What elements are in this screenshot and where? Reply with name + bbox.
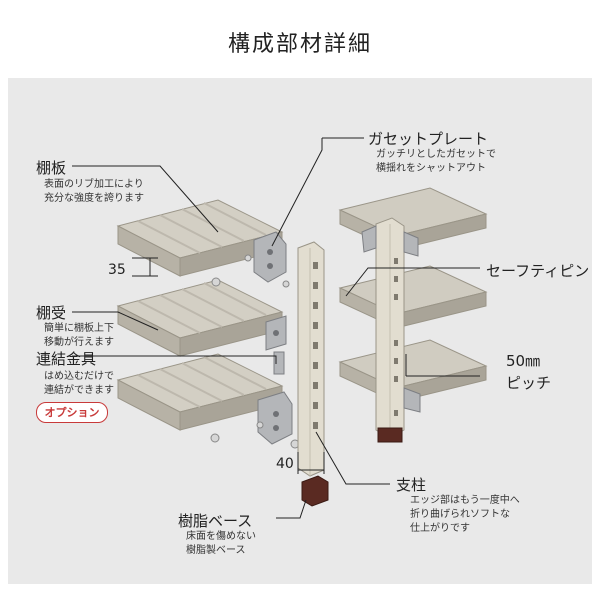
assembled-rack: [338, 187, 488, 443]
connector-bracket: [273, 351, 285, 375]
dimension-marks: [132, 257, 325, 474]
option-badge: オプション: [36, 402, 108, 423]
post-label: 支柱: [396, 476, 427, 494]
shelf-board-2: [116, 279, 284, 357]
post-width-dimension: 40: [276, 456, 294, 472]
pitch-label: ピッチ: [506, 374, 552, 392]
receiver-desc: 簡単に棚板上下 移動が行えます: [44, 323, 114, 348]
post-desc: エッジ部はもう一度中へ 折り曲げられソフトな 仕上がりです: [410, 495, 520, 534]
base-label: 樹脂ベース: [178, 512, 253, 530]
base-desc: 床面を傷めない 樹脂製ベース: [186, 531, 256, 556]
resin-base: [301, 475, 329, 507]
shelf-board-3: [116, 353, 284, 431]
shelf-desc: 表面のリブ加工により 充分な強度を誇ります: [44, 179, 144, 204]
safety-pin-label: セーフティピン: [486, 262, 590, 280]
shelf-label: 棚板: [36, 159, 67, 177]
connector-desc: はめ込むだけで 連結ができます: [44, 371, 114, 396]
receiver-label: 棚受: [36, 304, 67, 322]
gusset-label: ガセットプレート: [368, 130, 489, 148]
connector-label: 連結金具: [36, 350, 97, 368]
page-title: 構成部材詳細: [227, 32, 372, 57]
shelf-height-dimension: 35: [108, 262, 126, 278]
pitch-value: 50㎜: [506, 352, 541, 370]
upright-post: [297, 241, 325, 477]
gusset-plate-lower: [257, 391, 293, 445]
bolt-parts: [210, 254, 300, 449]
gusset-plate: [253, 231, 287, 283]
gusset-desc: ガッチリとしたガセットで 横揺れをシャットアウト: [376, 149, 496, 174]
shelf-board-1: [116, 199, 284, 277]
leader-lines: [72, 137, 480, 519]
shelf-receiver: [265, 315, 287, 351]
